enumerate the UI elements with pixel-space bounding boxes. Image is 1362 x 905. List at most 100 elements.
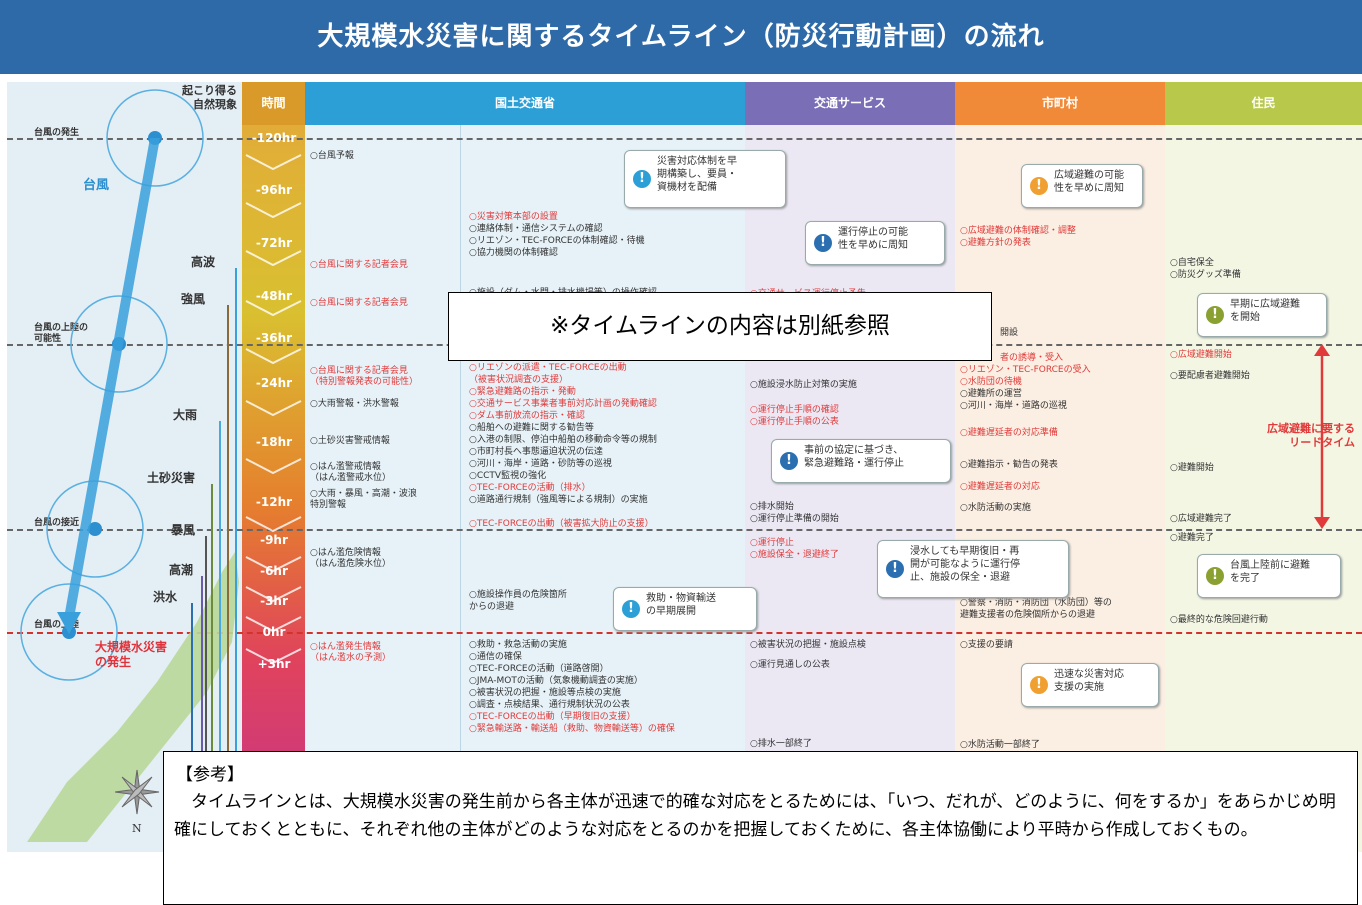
point-callout: ! 運行停止の可能 性を早めに周知	[805, 221, 945, 265]
lead-time-label: 広域避難に要する リードタイム	[1267, 422, 1355, 449]
residents-item: ○防災グッズ準備	[1170, 270, 1241, 280]
ministry-item: ○TEC-FORCEの活動（道路啓開）	[469, 664, 609, 674]
transport-header: 交通サービス	[745, 82, 955, 125]
ministry-item: ○交通サービス事業者事前対応計画の発動確認	[469, 399, 657, 409]
ministry-item: ○入港の制限、停泊中船舶の移動命令等の規制	[469, 435, 657, 445]
residents-item: ○避難完了	[1170, 533, 1214, 543]
point-callout: ! 台風上陸前に避難 を完了	[1197, 554, 1341, 598]
point-callout: ! 災害対応体制を早 期構築し、要員・ 資機材を配備	[624, 150, 786, 208]
info-icon: !	[622, 600, 640, 618]
ministry-left-item: ○台風に関する記者会見	[310, 298, 408, 308]
municipality-item: ○広域避難の体制確認・調整	[960, 226, 1076, 236]
time-tick: -36hr	[255, 331, 293, 345]
ministry-item: ○救助・救急活動の実施	[469, 640, 567, 650]
lead-time-arrow	[1314, 344, 1330, 529]
hazard-line-heavy-rain	[219, 421, 221, 852]
ministry-item: ○通信の確保	[469, 652, 522, 662]
residents-item: ○避難開始	[1170, 463, 1214, 473]
reference-heading: 【参考】	[176, 765, 244, 785]
ministry-item: ○河川・海岸・道路・砂防等の巡視	[469, 459, 612, 469]
ministry-left-item: ○台風に関する記者会見	[310, 260, 408, 270]
ministry-item: ○緊急避難路の指示・発動	[469, 387, 576, 397]
ministry-item: ○リエゾンの派遣・TEC-FORCEの出動	[469, 363, 627, 373]
municipality-column	[955, 82, 1165, 852]
ministry-right-column: ○災害対策本部の設置 ○連絡体制・通信システムの確認 ○リエゾン・TEC-FOR…	[469, 82, 744, 852]
time-tick: -72hr	[255, 236, 293, 250]
disaster-label: 大規模水災害 の発生	[95, 640, 168, 669]
point-callout: ! 浸水しても早期復旧・再 開が可能なように運行停 止、施設の保全・退避	[877, 540, 1069, 598]
municipality-item: 者の誘導・受入	[1000, 353, 1064, 363]
residents-column	[1165, 82, 1362, 852]
ministry-item: ○施設操作員の危険箇所	[469, 590, 567, 600]
time-tick: +3hr	[257, 657, 291, 671]
phase-label-landfall: 台風の上陸	[34, 620, 80, 630]
ministry-item: からの退避	[469, 602, 515, 612]
hazard-storm-surge: 高潮	[169, 563, 194, 577]
ministry-left-item: ○台風に関する記者会見 （特別警報発表の可能性）	[310, 366, 419, 387]
info-icon: !	[886, 560, 904, 578]
ministry-item: ○TEC-FORCEの出動（被害拡大防止の支援）	[469, 519, 654, 529]
phase-label-landfall-possible: 台風の上陸の 可能性	[34, 323, 89, 344]
municipality-item: 避難支援者の危険個所からの退避	[960, 610, 1096, 620]
residents-item: ○要配慮者避難開始	[1170, 371, 1250, 381]
info-icon: !	[814, 234, 832, 252]
municipality-item: ○水防団の待機	[960, 377, 1022, 387]
municipality-item: ○河川・海岸・道路の巡視	[960, 401, 1067, 411]
ministry-item: ○ダム事前放流の指示・確認	[469, 411, 585, 421]
hazard-high-waves: 高波	[191, 255, 216, 269]
page-title: 大規模水災害に関するタイムライン（防災行動計画）の流れ	[317, 22, 1045, 52]
ministry-item: ○CCTV監視の強化	[469, 471, 547, 481]
municipality-item: ○避難遅延者の対応準備	[960, 428, 1058, 438]
municipality-item: ○水防活動の実施	[960, 503, 1031, 513]
ministry-item: ○TEC-FORCEの活動（排水）	[469, 483, 591, 493]
time-header: 時間	[242, 82, 305, 125]
residents-item: ○広域避難開始	[1170, 350, 1232, 360]
info-icon: !	[1206, 306, 1224, 324]
transport-item: ○運行停止手順の確認	[750, 405, 839, 415]
ministry-item: ○市町村長へ事態逼迫状況の伝達	[469, 447, 603, 457]
ministry-left-item: ○大雨・暴風・高潮・波浪 特別警報	[310, 489, 417, 510]
reference-body: タイムラインとは、大規模水災害の発生前から各主体が迅速で的確な対応をとるためには…	[174, 792, 1336, 840]
residents-header: 住民	[1165, 82, 1362, 125]
municipality-item: ○水防活動一部終了	[960, 740, 1040, 750]
ministry-item: ○船舶への避難に関する勧告等	[469, 423, 594, 433]
municipality-header: 市町村	[955, 82, 1165, 125]
time-tick: -9hr	[260, 533, 288, 547]
time-tick: -48hr	[255, 289, 293, 303]
ministry-item: ○調査・点検結果、通行規制状況の公表	[469, 700, 630, 710]
compass-north-label: N	[132, 822, 142, 835]
hazard-line-strong-wind	[227, 305, 229, 852]
transport-item: ○運行停止準備の開始	[750, 514, 839, 524]
ministry-left-item: ○はん濫発生情報 （はん濫水の予測）	[310, 642, 392, 663]
hazard-heavy-rain: 大雨	[173, 408, 198, 422]
nature-header: 起こり得る 自然現象	[182, 84, 237, 111]
hazard-flood: 洪水	[153, 590, 178, 604]
ministry-left-item: ○大雨警報・洪水警報	[310, 399, 399, 409]
hazard-strong-wind: 強風	[181, 292, 206, 306]
info-icon: !	[633, 170, 651, 188]
hazard-line-flood	[191, 603, 193, 852]
hazard-line-storm	[205, 536, 207, 852]
time-tick: -96hr	[255, 183, 293, 197]
typhoon-path-graphic	[20, 89, 239, 842]
time-tick: -12hr	[255, 495, 293, 509]
phase-label-occurrence: 台風の発生	[34, 128, 80, 138]
timeline-diagram: 起こり得る 自然現象 時間 国土交通省 交通サービス 市町村 住民 台風の発生 …	[7, 82, 1362, 852]
transport-item: ○運行停止手順の公表	[750, 417, 839, 427]
point-callout: ! 迅速な災害対応 支援の実施	[1021, 663, 1159, 707]
time-chevrons	[245, 154, 302, 665]
transport-item: ○排水一部終了	[750, 739, 812, 749]
transport-item: ○施設保全・退避終了	[750, 550, 839, 560]
info-icon: !	[780, 452, 798, 470]
info-icon: !	[1030, 177, 1048, 195]
reference-box: 【参考】 タイムラインとは、大規模水災害の発生前から各主体が迅速で的確な対応をと…	[163, 751, 1358, 905]
municipality-item: ○避難遅延者の対応	[960, 482, 1040, 492]
residents-item: ○広域避難完了	[1170, 514, 1232, 524]
point-callout: ! 広域避難の可能 性を早めに周知	[1021, 164, 1143, 208]
municipality-item: ○避難方針の発表	[960, 238, 1031, 248]
ministry-item: ○リエゾン・TEC-FORCEの体制確認・待機	[469, 236, 645, 246]
ministry-left-item: ○はん濫警戒情報 （はん濫警戒水位）	[310, 462, 392, 483]
point-callout: ! 事前の協定に基づき、 緊急避難路・運行停止	[771, 439, 951, 483]
time-tick: -120hr	[251, 131, 297, 145]
municipality-item: 開設	[1000, 328, 1019, 338]
